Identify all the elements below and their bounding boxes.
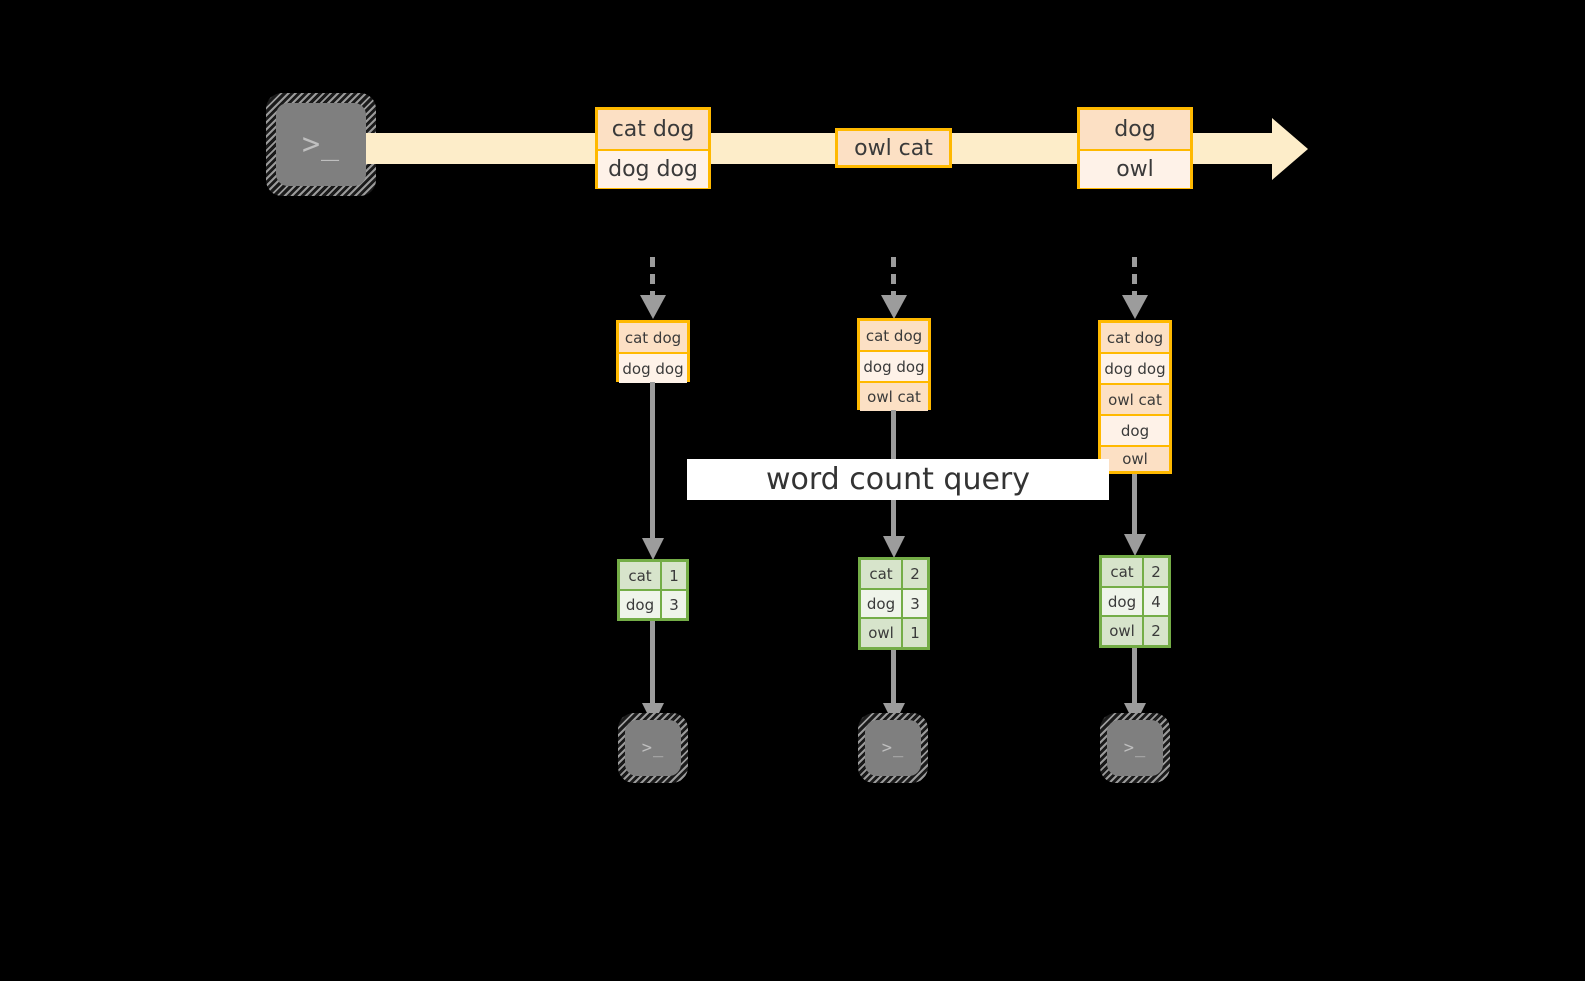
terminal-icon[interactable]: >_ xyxy=(276,103,366,186)
terminal-icon[interactable]: >_ xyxy=(865,720,921,776)
feed-arrowhead-2 xyxy=(881,295,907,319)
result-count: 3 xyxy=(903,589,927,618)
feed-arrowhead-1 xyxy=(640,295,666,319)
terminal-prompt-glyph: >_ xyxy=(1123,737,1147,758)
feed-connector-2 xyxy=(891,257,896,297)
query-arrowhead-1 xyxy=(642,538,664,560)
stream-record: dog xyxy=(1080,110,1190,151)
snapshot-record: dog dog xyxy=(860,352,928,383)
query-arrowhead-3 xyxy=(1124,534,1146,556)
feed-arrowhead-3 xyxy=(1122,295,1148,319)
result-word: cat xyxy=(1102,558,1144,586)
snapshot-record: cat dog xyxy=(860,321,928,352)
stream-record-group-2[interactable]: owl cat xyxy=(835,128,952,168)
result-row: dog 3 xyxy=(620,591,686,618)
stream-record: cat dog xyxy=(598,110,708,151)
result-word: dog xyxy=(861,589,903,618)
result-count: 3 xyxy=(662,591,686,618)
result-word: cat xyxy=(861,560,903,588)
feed-connector-3 xyxy=(1132,257,1137,297)
snapshot-record: dog dog xyxy=(1101,354,1169,385)
result-word: cat xyxy=(620,562,662,589)
result-row: cat 2 xyxy=(861,560,927,590)
result-word: owl xyxy=(1102,617,1144,646)
snapshot-box-2[interactable]: cat dog dog dog owl cat xyxy=(857,318,931,411)
snapshot-record: owl cat xyxy=(860,383,928,411)
query-banner-label: word count query xyxy=(765,462,1031,497)
result-row: owl 2 xyxy=(1102,617,1168,646)
sink-connector-1 xyxy=(650,621,655,705)
result-word: owl xyxy=(861,619,903,648)
stream-record: owl xyxy=(1080,151,1190,188)
terminal-prompt-glyph: >_ xyxy=(881,737,905,758)
terminal-prompt-glyph: >_ xyxy=(641,737,665,758)
feed-connector-1 xyxy=(650,257,655,297)
snapshot-record: dog dog xyxy=(619,354,687,383)
result-count: 4 xyxy=(1144,587,1168,616)
result-row: owl 1 xyxy=(861,619,927,648)
result-count: 2 xyxy=(1144,617,1168,646)
terminal-icon[interactable]: >_ xyxy=(1107,720,1163,776)
stream-record-group-3[interactable]: dog owl xyxy=(1077,107,1193,189)
result-word: dog xyxy=(1102,587,1144,616)
result-table-3[interactable]: cat 2 dog 4 owl 2 xyxy=(1099,555,1171,648)
input-stream-arrowhead xyxy=(1272,118,1308,180)
snapshot-record: cat dog xyxy=(619,323,687,354)
stream-record: owl cat xyxy=(838,131,949,165)
result-row: cat 2 xyxy=(1102,558,1168,588)
snapshot-box-3[interactable]: cat dog dog dog owl cat dog owl xyxy=(1098,320,1172,474)
snapshot-record: cat dog xyxy=(1101,323,1169,354)
sink-connector-3 xyxy=(1132,648,1137,705)
sink-connector-2 xyxy=(891,650,896,705)
terminal-prompt-glyph: >_ xyxy=(301,126,341,162)
snapshot-box-1[interactable]: cat dog dog dog xyxy=(616,320,690,383)
query-arrowhead-2 xyxy=(883,536,905,558)
terminal-icon[interactable]: >_ xyxy=(625,720,681,776)
result-row: dog 3 xyxy=(861,589,927,620)
snapshot-record: dog xyxy=(1101,416,1169,447)
result-row: dog 4 xyxy=(1102,587,1168,618)
result-row: cat 1 xyxy=(620,562,686,591)
snapshot-record: owl cat xyxy=(1101,385,1169,416)
query-connector-3 xyxy=(1132,474,1137,536)
result-count: 2 xyxy=(1144,558,1168,586)
stream-record: dog dog xyxy=(598,151,708,188)
snapshot-record: owl xyxy=(1101,447,1169,471)
result-word: dog xyxy=(620,591,662,618)
result-count: 2 xyxy=(903,560,927,588)
result-table-1[interactable]: cat 1 dog 3 xyxy=(617,559,689,621)
result-count: 1 xyxy=(662,562,686,589)
stream-record-group-1[interactable]: cat dog dog dog xyxy=(595,107,711,189)
query-connector-1 xyxy=(650,382,655,540)
query-banner: word count query xyxy=(687,459,1109,500)
result-count: 1 xyxy=(903,619,927,648)
result-table-2[interactable]: cat 2 dog 3 owl 1 xyxy=(858,557,930,650)
